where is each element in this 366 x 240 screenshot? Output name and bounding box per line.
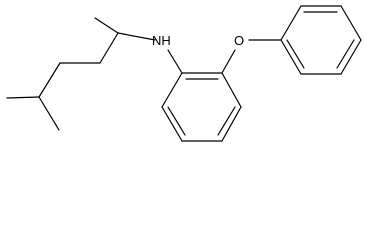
nitrogen-label: NH: [152, 33, 171, 48]
ring-double-bond: [217, 106, 236, 136]
bond-ch-ch3-b: [38, 96, 60, 131]
ring-bond: [280, 39, 302, 75]
ring-bond: [340, 5, 362, 41]
chemical-structure: NH O: [6, 5, 362, 142]
phenyl-ring: [280, 5, 362, 75]
bond-ch-ch3-a: [6, 96, 40, 99]
ring-bond: [280, 5, 302, 41]
bond-ring-oxygen: [221, 49, 236, 74]
alkyl-chain: [6, 17, 156, 131]
bond-ch3-ch: [94, 17, 119, 34]
aniline-ring: [161, 72, 242, 142]
bond-nh-ring: [167, 49, 183, 74]
oxygen-label: O: [234, 33, 244, 48]
ring-bond: [161, 72, 183, 108]
ring-bond: [161, 106, 183, 142]
bond-ch-nh: [117, 32, 156, 41]
ring-bond: [340, 39, 362, 75]
ring-bond: [221, 106, 242, 142]
bond-ch2-ch: [38, 62, 61, 98]
ring-double-bond: [336, 39, 355, 69]
ring-double-bond: [286, 39, 305, 69]
ring-double-bond: [167, 106, 186, 136]
ring-bond: [221, 72, 242, 108]
bond-ch-ch2: [99, 32, 119, 64]
